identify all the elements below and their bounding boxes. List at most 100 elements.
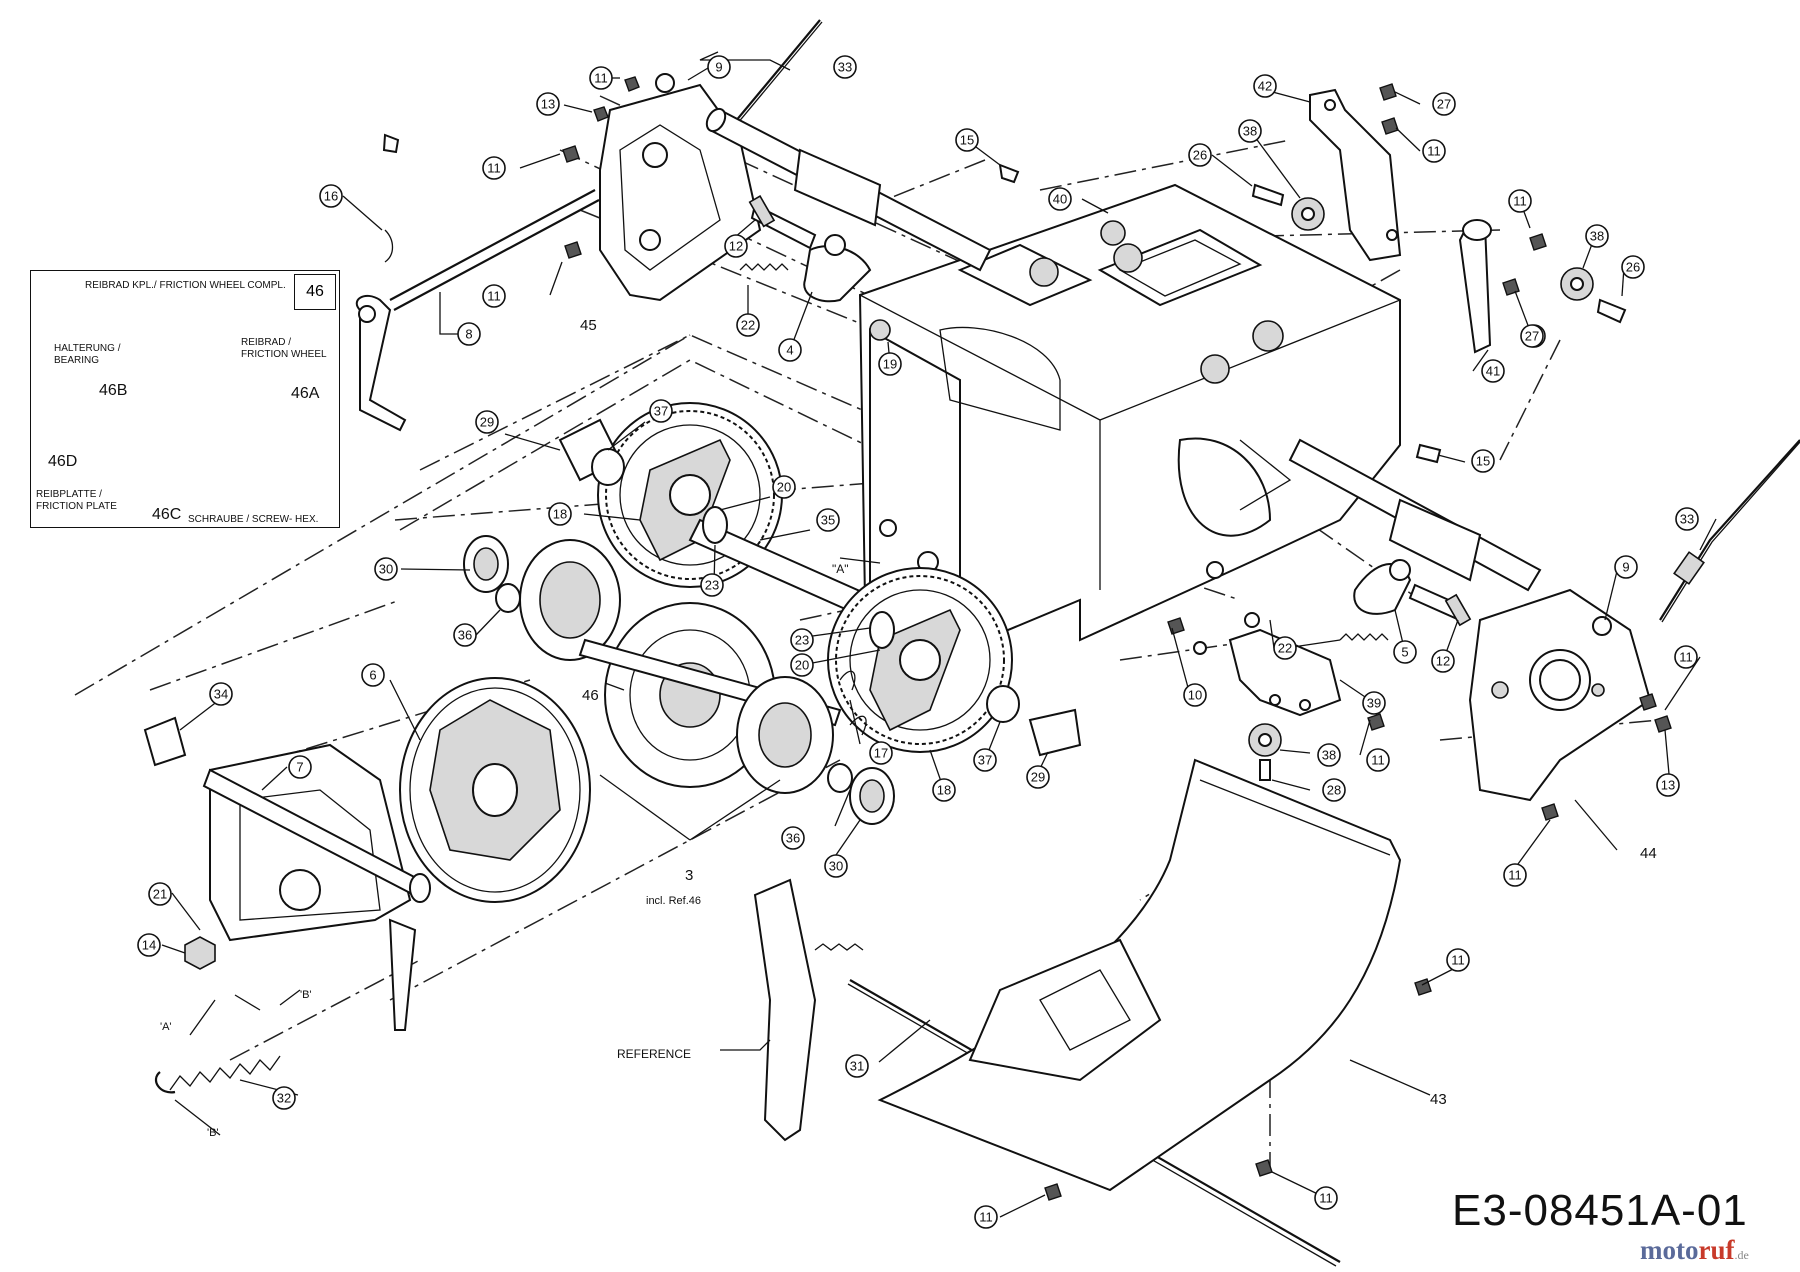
- left-upper-parts: [355, 73, 1020, 432]
- callout-number: 27: [1525, 329, 1539, 344]
- callout-21: 21: [148, 882, 172, 906]
- callout-39: 39: [1362, 691, 1386, 715]
- gear-train: [463, 402, 1082, 825]
- callout-number: 9: [1622, 560, 1629, 575]
- right-side-parts: [1167, 559, 1672, 821]
- callout-35: 35: [816, 508, 840, 532]
- callout-balloon: [1238, 119, 1262, 143]
- callout-22: 22: [1273, 636, 1297, 660]
- callout-number: 11: [1427, 144, 1441, 159]
- callout-number: 11: [1371, 753, 1385, 768]
- callout-balloon: [772, 475, 796, 499]
- callout-34: 34: [209, 682, 233, 706]
- callout-balloon: [878, 352, 902, 376]
- callout-number: 15: [960, 133, 974, 148]
- callout-20: 20: [790, 653, 814, 677]
- callout-balloon: [1322, 778, 1346, 802]
- callout-15: 15: [955, 128, 979, 152]
- callout-balloon: [790, 653, 814, 677]
- inset-label-bearing: HALTERUNG / BEARING: [54, 343, 121, 366]
- callout-38: 38: [1238, 119, 1262, 143]
- callout-18: 18: [932, 778, 956, 802]
- callout-balloon: [361, 663, 385, 687]
- callout-number: 14: [142, 938, 156, 953]
- callout-11: 11: [1503, 863, 1527, 887]
- callout-balloon: [536, 92, 560, 116]
- callout-balloon: [272, 1086, 296, 1110]
- callout-balloon: [707, 55, 731, 79]
- callout-number: 33: [1680, 512, 1694, 527]
- callout-number: 7: [296, 760, 303, 775]
- callout-11: 11: [1446, 948, 1470, 972]
- callout-balloon: [1253, 74, 1277, 98]
- callout-balloon: [778, 338, 802, 362]
- callout-13: 13: [536, 92, 560, 116]
- callout-number: 11: [487, 289, 501, 304]
- drive-plate-pulley: [143, 677, 591, 1094]
- callout-41: 41: [1481, 359, 1505, 383]
- callout-balloon: [453, 623, 477, 647]
- callout-19: 19: [878, 352, 902, 376]
- callout-number: 11: [487, 161, 501, 176]
- callout-40: 40: [1048, 187, 1072, 211]
- callout-number: 10: [1188, 688, 1202, 703]
- callout-number: 38: [1243, 124, 1257, 139]
- callout-number: 41: [1486, 364, 1500, 379]
- callout-number: 26: [1626, 260, 1640, 275]
- callout-number: 34: [214, 687, 228, 702]
- callout-14: 14: [137, 933, 161, 957]
- callout-balloon: [1675, 507, 1699, 531]
- label-incl: incl. Ref.46: [646, 895, 701, 907]
- callout-5: 5: [1393, 640, 1417, 664]
- callout-number: 28: [1327, 783, 1341, 798]
- callout-balloon: [1585, 224, 1609, 248]
- callout-balloon: [475, 410, 499, 434]
- callout-balloon: [319, 184, 343, 208]
- drawing-code: E3-08451A-01: [1452, 1186, 1748, 1235]
- bottom-cover: [753, 758, 1432, 1201]
- callout-balloon: [1614, 555, 1638, 579]
- callout-balloon: [955, 128, 979, 152]
- callout-number: 11: [1513, 194, 1527, 209]
- callout-number: 11: [979, 1210, 993, 1225]
- callout-balloon: [482, 156, 506, 180]
- callout-8: 8: [457, 322, 481, 346]
- callout-number: 21: [153, 887, 167, 902]
- callout-number: 37: [978, 753, 992, 768]
- callout-29: 29: [1026, 765, 1050, 789]
- callout-number: 13: [1661, 778, 1675, 793]
- callout-number: 6: [369, 668, 376, 683]
- callout-number: 35: [821, 513, 835, 528]
- callout-number: 39: [1367, 696, 1381, 711]
- callout-number: 30: [829, 859, 843, 874]
- callout-balloon: [288, 755, 312, 779]
- callout-number: 11: [1319, 1191, 1333, 1206]
- mark-b-upper: 'B': [300, 989, 312, 1001]
- callout-balloon: [869, 741, 893, 765]
- callout-number: 31: [850, 1059, 864, 1074]
- callout-number: 27: [1437, 97, 1451, 112]
- callout-9: 9: [1614, 555, 1638, 579]
- callout-balloon: [1446, 948, 1470, 972]
- mark-a-upper: "A": [832, 562, 849, 576]
- callout-6: 6: [361, 663, 385, 687]
- callout-10: 10: [1183, 683, 1207, 707]
- callout-number: 26: [1193, 148, 1207, 163]
- inset-code-46c: 46C: [152, 506, 182, 523]
- callout-36: 36: [781, 826, 805, 850]
- callout-33: 33: [833, 55, 857, 79]
- callout-balloon: [932, 778, 956, 802]
- callout-balloon: [1393, 640, 1417, 664]
- callout-15: 15: [1471, 449, 1495, 473]
- callout-number: 22: [741, 318, 755, 333]
- callout-balloon: [1431, 649, 1455, 673]
- callout-9: 9: [707, 55, 731, 79]
- label-3: 3: [685, 867, 693, 884]
- inset-code-46b: 46B: [99, 382, 128, 399]
- callout-balloon: [148, 882, 172, 906]
- callout-balloon: [1520, 324, 1544, 348]
- callout-13: 13: [1656, 773, 1680, 797]
- callout-11: 11: [482, 284, 506, 308]
- callout-number: 22: [1278, 641, 1292, 656]
- callout-11: 11: [589, 66, 613, 90]
